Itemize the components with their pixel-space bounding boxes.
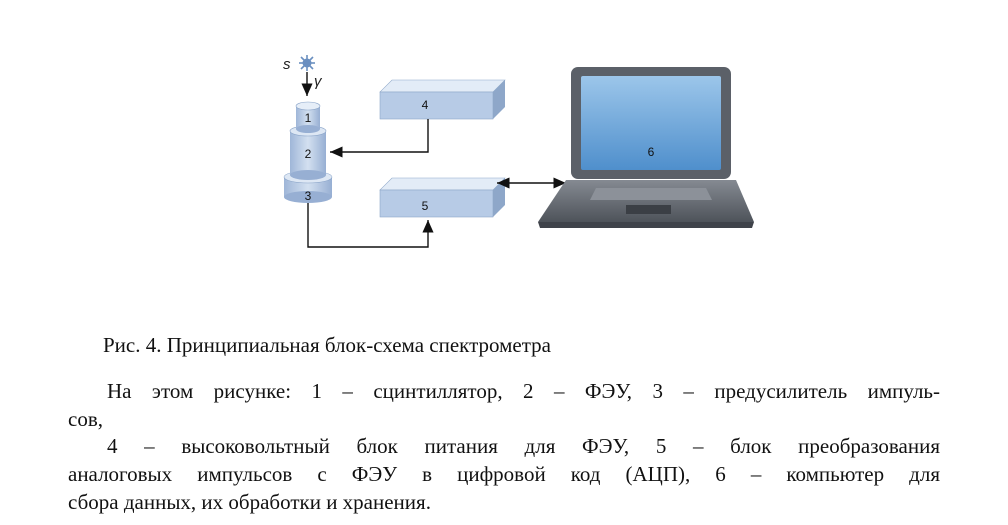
figure-caption: Рис. 4. Принципиальная блок-схема спектр… [103, 333, 551, 357]
spectrometer-block-diagram: s γ 1 2 3 4 5 [283, 55, 754, 248]
scintillator-cylinder [295, 101, 321, 133]
scintillator-label: 1 [305, 111, 312, 125]
hv-supply-label: 4 [422, 98, 429, 112]
paragraph-line: сбора данных, их обработки и хранения. [68, 490, 431, 514]
hv-to-pmt-arrow [330, 119, 429, 158]
pmt-label: 2 [305, 147, 312, 161]
preamp-label: 3 [305, 189, 312, 203]
radiation-source-icon [299, 55, 315, 71]
detector-stack [283, 101, 333, 203]
paragraph-line: аналоговых импульсов с ФЭУ в цифровой ко… [68, 462, 940, 486]
paragraph-line: 4 – высоковольтный блок питания для ФЭУ,… [107, 434, 940, 458]
adc-label: 5 [422, 199, 429, 213]
hv-supply-block [379, 79, 506, 120]
preamp-to-adc-arrow [307, 203, 434, 248]
gamma-label: γ [314, 73, 323, 90]
source-label: s [283, 56, 291, 73]
computer-label: 6 [648, 145, 655, 159]
paragraph-line: На этом рисунке: 1 – сцинтиллятор, 2 – Ф… [107, 379, 940, 403]
adc-block [379, 177, 506, 218]
laptop-computer-icon [538, 67, 754, 228]
paragraph-line: сов, [68, 407, 103, 431]
